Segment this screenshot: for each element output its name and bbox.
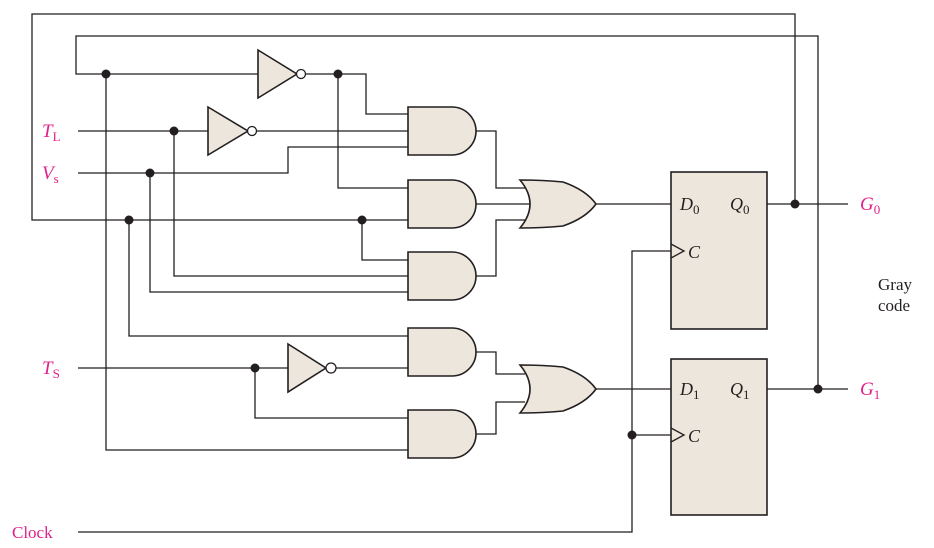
inverter-1: [257, 48, 307, 100]
inverter-bubble: [295, 68, 307, 80]
c1-label: C: [688, 426, 701, 446]
input-label-ts: TS: [42, 358, 60, 381]
or-gate-2: [518, 364, 597, 414]
junction-dot: [250, 363, 260, 373]
input-label-tl: TL: [42, 121, 61, 144]
junction-dot: [333, 69, 343, 79]
q1-label: Q1: [730, 379, 750, 402]
flipflop-0-body: [670, 171, 768, 330]
wire-and5-to-or2: [476, 401, 525, 435]
wire-vs-to-and3: [149, 173, 408, 293]
junction-dot: [357, 215, 367, 225]
q0-label: Q0: [730, 194, 750, 217]
wire-vs: [78, 146, 408, 174]
gray-code-label-line1: Gray: [878, 275, 912, 294]
or-gate-1: [518, 179, 597, 229]
clock-triangle-icon: [670, 243, 686, 259]
wire-inv1-to-and2: [337, 74, 408, 189]
gray-code-label-line2: code: [878, 296, 910, 315]
input-label-clock: Clock: [12, 523, 53, 542]
wire-g0-to-and4: [128, 220, 408, 337]
and-gate-4: [407, 327, 477, 377]
inverter-3: [287, 342, 337, 394]
wire-g1-to-and5: [105, 74, 408, 451]
clock-triangle-icon: [670, 427, 686, 443]
input-label-vs: Vs: [42, 163, 59, 186]
flipflop-1-body: [670, 358, 768, 516]
inverter-bubble: [246, 125, 258, 137]
wire-g0-to-and3: [361, 220, 408, 261]
junction-dot: [813, 384, 823, 394]
c0-label: C: [688, 242, 701, 262]
flipflop-0: D0 Q0 C: [670, 171, 768, 330]
feedback-wire-g1: [75, 35, 819, 389]
wire-inv1-out: [305, 73, 408, 115]
inverter-bubble: [325, 362, 337, 374]
d0-label: D0: [679, 194, 700, 217]
and-gate-5: [407, 409, 477, 459]
junction-dot: [169, 126, 179, 136]
junction-dot: [790, 199, 800, 209]
and-gate-3: [407, 251, 477, 301]
junctions: [101, 69, 823, 440]
output-label-g0: G0: [860, 194, 880, 217]
output-label-g1: G1: [860, 379, 880, 402]
inverter-2: [207, 105, 258, 157]
wire-ts-to-and5: [254, 368, 408, 419]
d1-label: D1: [679, 379, 700, 402]
wire-tl-to-and3: [173, 131, 408, 277]
wire-and3-to-or1: [476, 219, 525, 277]
and-gate-2: [407, 179, 477, 229]
junction-dot: [124, 215, 134, 225]
wire-clock: [78, 250, 671, 533]
wire-and4-to-or2: [476, 351, 525, 375]
junction-dot: [627, 430, 637, 440]
junction-dot: [145, 168, 155, 178]
feedback-wire-g0: [31, 13, 796, 221]
flipflop-1: D1 Q1 C: [670, 358, 768, 516]
and-gate-1: [407, 106, 477, 156]
wire-and1-to-or1: [476, 130, 525, 189]
junction-dot: [101, 69, 111, 79]
